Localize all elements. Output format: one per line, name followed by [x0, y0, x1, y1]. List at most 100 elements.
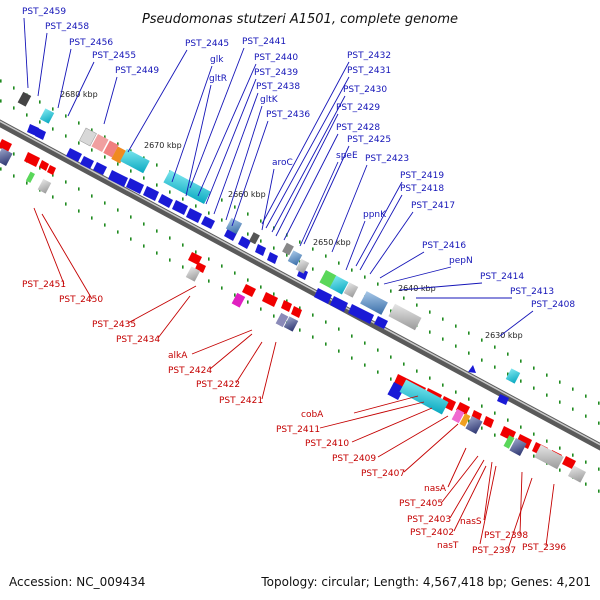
marker-dot	[156, 229, 158, 233]
feature-box	[295, 258, 310, 274]
leader-line	[331, 164, 368, 253]
marker-dot	[533, 432, 535, 436]
gene-arrow	[468, 365, 476, 373]
marker-dot	[403, 296, 405, 300]
marker-dot	[39, 166, 41, 170]
marker-dot	[351, 334, 353, 338]
marker-dot	[169, 190, 171, 194]
gene-arrow	[126, 178, 144, 194]
gene-label: ppnK	[363, 210, 387, 220]
leader-line	[265, 76, 350, 229]
marker-dot	[286, 253, 288, 257]
feature-box	[505, 368, 521, 384]
feature-box	[275, 312, 289, 328]
gene-label: PST_2408	[531, 300, 575, 310]
marker-dot	[416, 303, 418, 307]
marker-dot	[247, 212, 249, 216]
marker-dot	[221, 198, 223, 202]
marker-dot	[65, 134, 67, 138]
marker-dot	[13, 86, 15, 90]
feature-box	[39, 108, 55, 124]
marker-dot	[221, 264, 223, 268]
marker-dot	[481, 426, 483, 430]
feature-box	[534, 444, 564, 470]
feature-box	[17, 91, 32, 107]
gene-arrow	[314, 288, 332, 304]
gene-arrow	[108, 170, 128, 187]
marker-dot	[182, 265, 184, 269]
gene-arrow	[172, 200, 188, 215]
gene-arrow	[201, 216, 215, 229]
marker-dot	[559, 468, 561, 472]
marker-dot	[130, 237, 132, 241]
marker-dot	[520, 359, 522, 363]
marker-dot	[260, 285, 262, 289]
leader-line	[377, 415, 449, 458]
scale-tick: 2650 kbp	[313, 238, 351, 247]
marker-dot	[208, 257, 210, 261]
leader-line	[355, 181, 403, 267]
marker-dot	[104, 201, 106, 205]
leader-line	[103, 76, 118, 125]
top-strand-genes	[27, 124, 509, 405]
marker-dot	[494, 345, 496, 349]
marker-dot	[169, 258, 171, 262]
marker-dot	[455, 344, 457, 348]
gene-label: cobA	[301, 410, 324, 420]
marker-dot	[104, 135, 106, 139]
gene-label: PST_2439	[254, 68, 298, 78]
gene-arrow	[143, 186, 159, 201]
gene-label: PST_2419	[400, 171, 444, 181]
marker-dot	[312, 313, 314, 317]
feature-box	[0, 148, 13, 166]
leader-line	[441, 455, 479, 503]
marker-dot	[325, 254, 327, 258]
marker-dot	[260, 219, 262, 223]
feature-box	[360, 291, 388, 315]
gene-arrow	[158, 194, 173, 208]
feature-box	[111, 146, 127, 164]
feature-box	[91, 134, 109, 152]
marker-dot	[234, 205, 236, 209]
marker-dot	[104, 223, 106, 227]
marker-dot	[468, 351, 470, 355]
leader-line	[399, 282, 483, 291]
marker-dot	[520, 425, 522, 429]
leader-line	[545, 483, 555, 547]
marker-dot	[533, 386, 535, 390]
marker-dot	[351, 268, 353, 272]
marker-dot	[247, 278, 249, 282]
leader-line	[209, 333, 253, 370]
scale-tick: 2660 kbp	[228, 190, 266, 199]
gene-label: PST_2416	[422, 241, 466, 251]
gene-arrow	[238, 236, 251, 249]
marker-dot	[26, 113, 28, 117]
marker-dot	[273, 246, 275, 250]
marker-dot	[455, 324, 457, 328]
feature-box	[509, 438, 527, 456]
marker-dot	[65, 202, 67, 206]
gene-arrow	[47, 165, 56, 175]
marker-dot	[442, 317, 444, 321]
leader-line	[231, 120, 269, 227]
marker-dot	[312, 335, 314, 339]
marker-dot	[52, 107, 54, 111]
gene-label: nasT	[437, 541, 459, 551]
feature-box	[287, 250, 303, 266]
feature-box	[163, 170, 211, 204]
gene-label: PST_2402	[410, 528, 454, 538]
marker-dot	[494, 365, 496, 369]
gene-label: PST_2414	[480, 272, 524, 282]
feature-box	[503, 435, 515, 449]
marker-dot	[377, 370, 379, 374]
marker-dot	[247, 300, 249, 304]
leader-line	[353, 395, 419, 414]
gene-label: PST_2423	[365, 154, 409, 164]
marker-dot	[559, 400, 561, 404]
marker-dot	[429, 376, 431, 380]
gene-label: PST_2458	[45, 22, 89, 32]
marker-dot	[494, 433, 496, 437]
gene-label: PST_2428	[336, 123, 380, 133]
leader-line	[283, 133, 339, 241]
marker-dot	[390, 377, 392, 381]
